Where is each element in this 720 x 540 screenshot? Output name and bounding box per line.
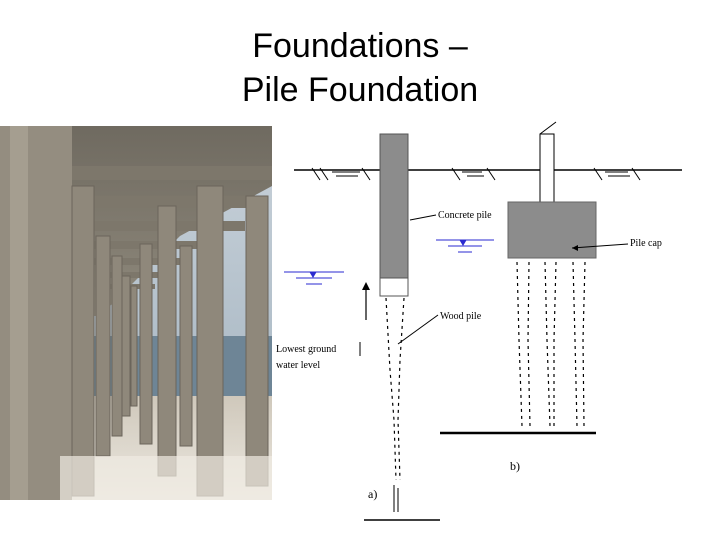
- pier-piles-photo: [0, 126, 272, 500]
- label-b: b): [510, 459, 520, 473]
- water-level-symbol-right: [436, 239, 494, 253]
- label-pile-cap: Pile cap: [630, 238, 662, 249]
- pile-group: [516, 261, 586, 427]
- label-a: a): [368, 487, 377, 501]
- label-wood-pile: Wood pile: [440, 311, 482, 322]
- label-ground-water-2: water level: [276, 360, 320, 371]
- water-level-symbol-left: [284, 271, 344, 285]
- concrete-pile: [379, 133, 409, 281]
- label-ground-water-1: Lowest ground: [276, 344, 336, 355]
- pile-cap: [507, 201, 597, 259]
- ground-hatching: [311, 167, 641, 181]
- label-concrete-pile: Concrete pile: [438, 210, 492, 221]
- wood-pile: [385, 297, 405, 481]
- slide-title-line-1: Foundations –: [252, 27, 468, 65]
- slide-title-line-2: Pile Foundation: [241, 71, 479, 109]
- pile-foundation-diagram: Concrete pile Pile cap Wood pile Lowest …: [276, 121, 682, 521]
